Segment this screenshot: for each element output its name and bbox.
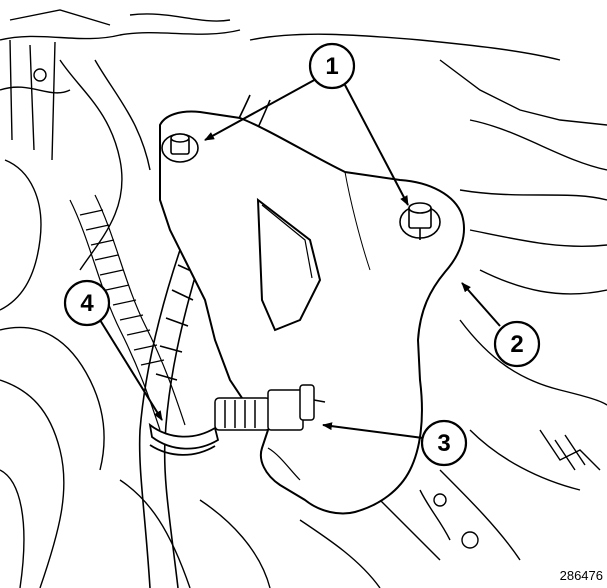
hose-clamp [148, 422, 220, 456]
callout-1: 1 [308, 42, 356, 90]
callout-4: 4 [63, 279, 111, 327]
mounting-bracket [159, 110, 466, 515]
callout-3-label: 3 [437, 430, 450, 457]
figure-number: 286476 [560, 568, 603, 583]
mounting-bolts [161, 133, 441, 240]
leader-lines [99, 77, 501, 439]
connector-clip [214, 384, 326, 431]
callout-1-label: 1 [325, 53, 338, 80]
callout-2-label: 2 [510, 331, 523, 358]
callout-2: 2 [493, 320, 541, 368]
callout-3: 3 [420, 419, 468, 467]
engine-background [0, 9, 607, 588]
callout-4-label: 4 [80, 290, 94, 317]
